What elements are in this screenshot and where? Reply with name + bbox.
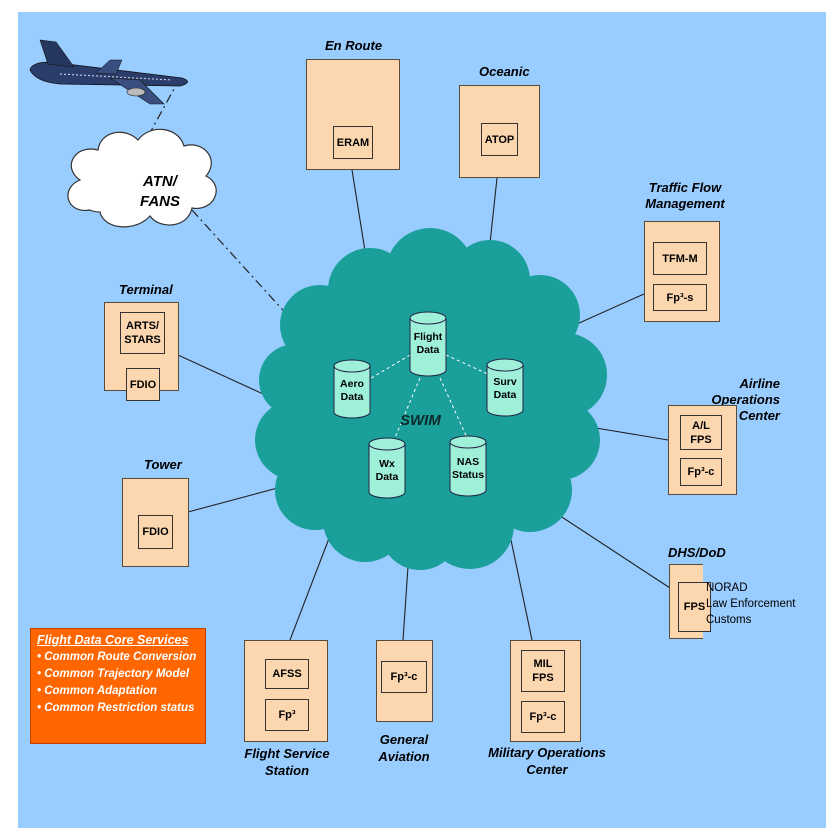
oceanic-box[interactable]: ATOP <box>459 85 540 178</box>
core-service-item: • Common Trajectory Model <box>37 668 190 680</box>
aircraft-icon <box>29 39 188 105</box>
core-service-item: • Common Adaptation <box>37 685 157 697</box>
airline-fp3c-system[interactable]: Fp³-c <box>680 458 722 486</box>
wx-data-cylinder <box>368 437 406 499</box>
wx-data-label: Wx Data <box>375 458 399 483</box>
database-links <box>367 354 491 441</box>
terminal-fdio-system[interactable]: FDIO <box>126 368 160 401</box>
nas-status-cylinder <box>449 435 487 497</box>
airline-fps-system[interactable]: A/L FPS <box>680 415 722 450</box>
mil-fp3c-system[interactable]: Fp³-c <box>521 701 565 733</box>
line-military <box>510 539 533 641</box>
core-service-item: • Common Restriction status <box>37 702 195 714</box>
atn-fans-cloud <box>67 128 217 228</box>
tfm-title: Traffic Flow Management <box>645 180 725 211</box>
database-cylinders <box>333 311 524 499</box>
general-aviation-box[interactable]: Fp³-c <box>376 640 433 722</box>
ga-fp3c-system[interactable]: Fp³-c <box>381 661 427 693</box>
general-aviation-title: General Aviation <box>378 732 430 764</box>
flight-data-label: Flight Data <box>413 331 443 356</box>
en-route-title: En Route <box>325 38 383 53</box>
airline-ops-title: Airline Operations Center <box>711 376 780 423</box>
swim-cloud <box>255 228 607 570</box>
arts-stars-system[interactable]: ARTS/ STARS <box>120 312 165 354</box>
aero-data-cylinder <box>333 359 371 419</box>
airline-ops-box[interactable]: A/L FPS Fp³-c <box>668 405 737 495</box>
eram-system[interactable]: ERAM <box>333 126 373 159</box>
terminal-box[interactable]: ARTS/ STARS FDIO <box>104 302 179 401</box>
afss-system[interactable]: AFSS <box>265 659 309 689</box>
flight-service-title: Flight Service Station <box>244 746 330 778</box>
line-dhs <box>541 503 671 589</box>
tower-title: Tower <box>144 457 182 472</box>
dhs-note: NORAD Law Enforcement Customs <box>706 580 796 628</box>
oceanic-title: Oceanic <box>479 64 530 79</box>
norad-text: NORAD <box>706 582 748 594</box>
flight-service-box[interactable]: AFSS Fp³ <box>244 640 328 742</box>
tfm-m-system[interactable]: TFM-M <box>653 242 707 275</box>
tfm-fp3s-system[interactable]: Fp³-s <box>653 284 707 311</box>
en-route-box[interactable]: ERAM <box>306 59 400 170</box>
law-enforcement-text: Law Enforcement <box>706 598 796 610</box>
core-services-panel: Flight Data Core Services • Common Route… <box>30 628 206 744</box>
aero-data-label: Aero Data <box>340 378 364 403</box>
flight-data-cylinder <box>409 311 447 377</box>
surv-data-label: Surv Data <box>493 376 517 401</box>
core-service-item: • Common Route Conversion <box>37 651 197 663</box>
military-ops-title: Military Operations Center <box>488 745 606 777</box>
tower-fdio-system[interactable]: FDIO <box>138 515 173 549</box>
nas-status-label: NAS Status <box>451 456 485 481</box>
fss-fp3-system[interactable]: Fp³ <box>265 699 309 731</box>
customs-text: Customs <box>706 614 752 626</box>
military-ops-box[interactable]: MIL FPS Fp³-c <box>510 640 581 742</box>
tfm-box[interactable]: TFM-M Fp³-s <box>644 221 720 322</box>
line-fss <box>289 527 334 641</box>
atn-fans-label: ATN/ FANS <box>139 173 180 210</box>
mil-fps-system[interactable]: MIL FPS <box>521 650 565 692</box>
terminal-title: Terminal <box>119 282 173 297</box>
dhs-dod-title: DHS/DoD <box>668 545 726 560</box>
surv-data-cylinder <box>486 358 524 417</box>
dhs-fps-system[interactable]: FPS <box>678 582 711 632</box>
line-tfm <box>567 293 645 329</box>
core-services-title: Flight Data Core Services <box>37 633 189 647</box>
swim-label: SWIM <box>400 412 441 429</box>
tower-box[interactable]: FDIO <box>122 478 189 567</box>
connector-lines <box>177 169 671 641</box>
atop-system[interactable]: ATOP <box>481 123 518 156</box>
